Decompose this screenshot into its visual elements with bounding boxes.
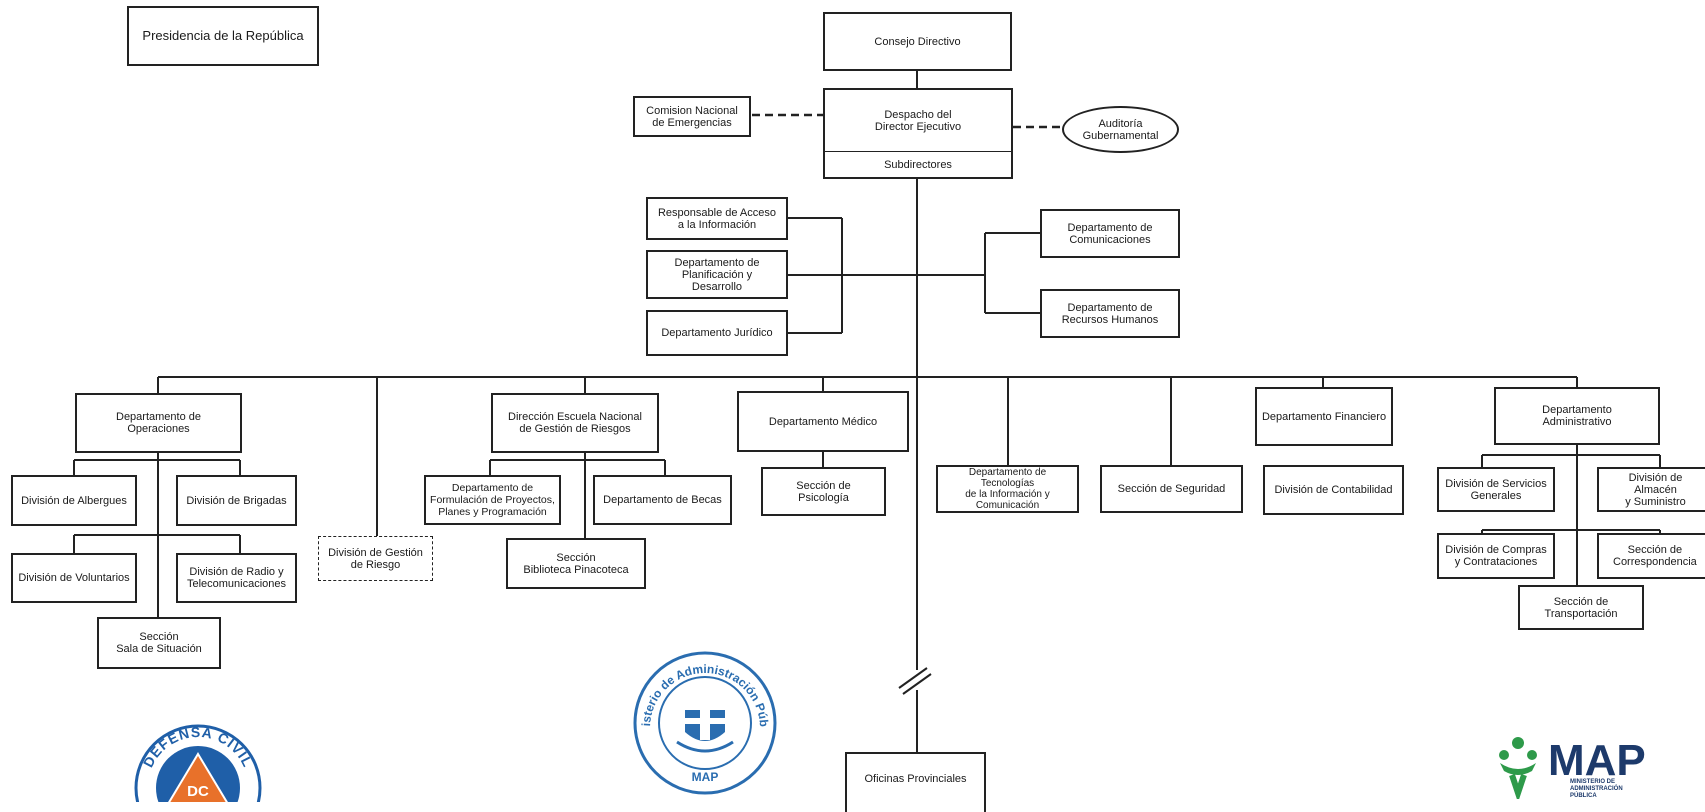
brigadas-box: División de Brigadas	[176, 475, 297, 526]
map-brand-logo: MAP MINISTERIO DE ADMINISTRACIÓN PÚBLICA	[1499, 736, 1646, 799]
financiero-box: Departamento Financiero	[1255, 387, 1393, 446]
voluntarios-box: División de Voluntarios	[11, 553, 137, 603]
medico-box: Departamento Médico	[737, 391, 909, 452]
acceso-box: Responsable de Acceso a la Información	[646, 197, 788, 240]
auditoria-ellipse: Auditoría Gubernamental	[1062, 106, 1179, 153]
svg-text:MINISTERIO DE ADMINISTRACI: MINISTERIO DE ADMINISTRACIÓN PÚBLICA	[1570, 779, 1624, 799]
seguridad-box: Sección de Seguridad	[1100, 465, 1243, 513]
despacho-label: Despacho del Director Ejecutivo	[825, 90, 1011, 152]
rrhh-box: Departamento de Recursos Humanos	[1040, 289, 1180, 338]
servicios-box: División de Servicios Generales	[1437, 467, 1555, 512]
becas-box: Departamento de Becas	[593, 475, 732, 525]
oficinas-provinciales-box: Oficinas Provinciales	[845, 752, 986, 812]
operaciones-box: Departamento de Operaciones	[75, 393, 242, 453]
subdirectores-label: Subdirectores	[884, 158, 952, 171]
tecnologias-box: Departamento de Tecnologías de la Inform…	[936, 465, 1079, 513]
dc-badge: DC	[187, 783, 209, 800]
contabilidad-box: División de Contabilidad	[1263, 465, 1404, 515]
despacho-box: Despacho del Director Ejecutivo Subdirec…	[823, 88, 1013, 179]
escuela-box: Dirección Escuela Nacional de Gestión de…	[491, 393, 659, 453]
comision-box: Comision Nacional de Emergencias	[633, 96, 751, 137]
defensa-civil-logo: DC DEFENSA CIVIL	[134, 724, 262, 802]
administrativo-box: Departamento Administrativo	[1494, 387, 1660, 445]
gestion-riesgo-box: División de Gestión de Riesgo	[318, 536, 433, 581]
map-brand-word: MAP	[1548, 736, 1646, 785]
albergues-box: División de Albergues	[11, 475, 137, 526]
map-seal-logo: Ministerio de Administración Pública MAP	[632, 650, 777, 795]
seal-bottom-text: MAP	[692, 770, 719, 784]
formulacion-box: Departamento de Formulación de Proyectos…	[424, 475, 561, 525]
sala-situacion-box: Sección Sala de Situación	[97, 617, 221, 669]
presidencia-box: Presidencia de la República	[127, 6, 319, 66]
biblioteca-box: Sección Biblioteca Pinacoteca	[506, 538, 646, 589]
consejo-directivo-box: Consejo Directivo	[823, 12, 1012, 71]
transportacion-box: Sección de Transportación	[1518, 585, 1644, 630]
almacen-box: División de Almacén y Suministro	[1597, 467, 1705, 512]
correspondencia-box: Sección de Correspondencia	[1597, 533, 1705, 579]
psicologia-box: Sección de Psicología	[761, 467, 886, 516]
comunicaciones-box: Departamento de Comunicaciones	[1040, 209, 1180, 258]
juridico-box: Departamento Jurídico	[646, 310, 788, 356]
planificacion-box: Departamento de Planificación y Desarrol…	[646, 250, 788, 299]
compras-box: División de Compras y Contrataciones	[1437, 533, 1555, 579]
radio-box: División de Radio y Telecomunicaciones	[176, 553, 297, 603]
